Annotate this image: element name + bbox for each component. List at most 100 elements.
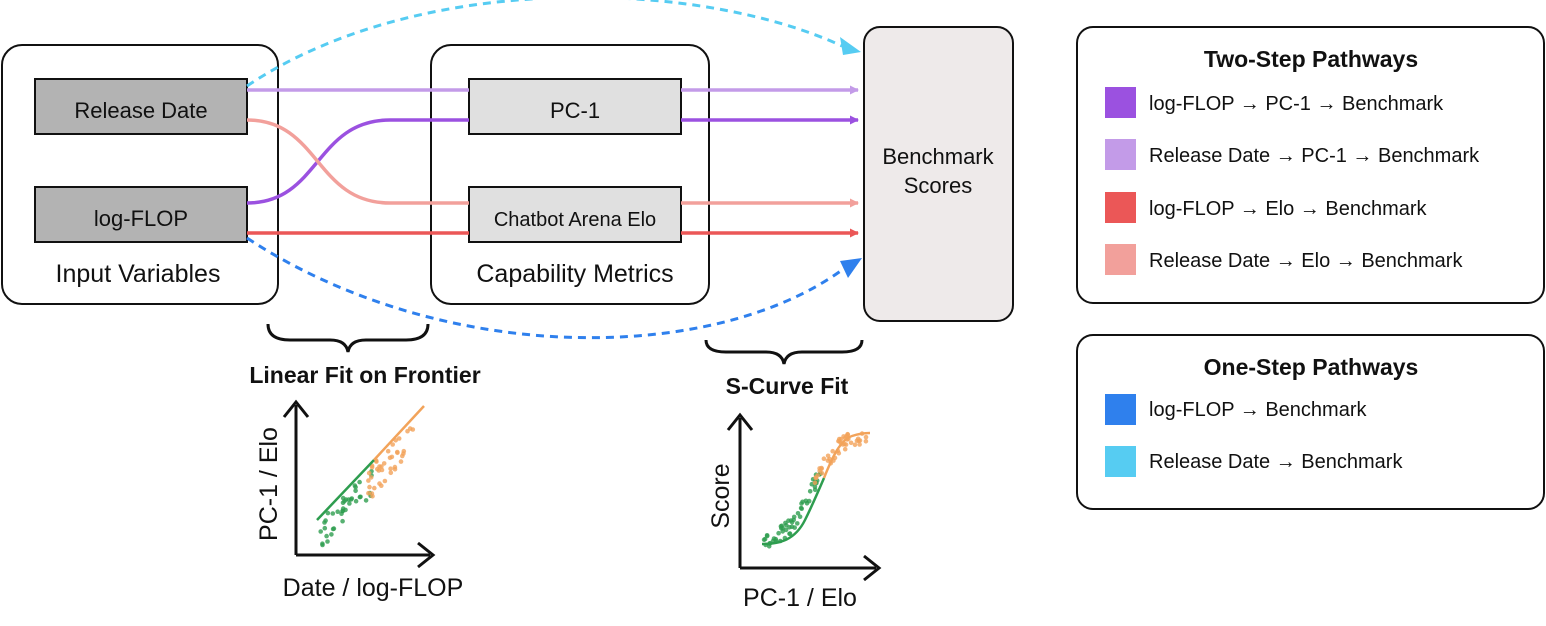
scatter-dot — [340, 506, 346, 511]
scatter-dot — [357, 494, 363, 500]
scatter-dot — [863, 439, 869, 444]
scatter-dot — [347, 501, 352, 506]
scatter-dot — [783, 520, 788, 526]
log-flop-label: log-FLOP — [94, 206, 188, 231]
scatter-dot — [381, 461, 387, 466]
scatter-dot — [825, 453, 831, 459]
linear-fit-axes — [282, 399, 436, 569]
one-step-swatch-1 — [1105, 394, 1136, 425]
s-curve-axes — [726, 412, 882, 582]
scatter-dot — [813, 475, 818, 480]
elo-label: Chatbot Arena Elo — [494, 209, 656, 231]
scatter-dot — [322, 525, 328, 531]
benchmark-scores-line1: Benchmark — [882, 144, 994, 169]
scatter-dot — [830, 448, 835, 454]
two-step-item-2: Release Date → PC-1 → Benchmark — [1149, 145, 1480, 167]
log-flop-box — [34, 186, 248, 243]
scatter-dot — [764, 533, 770, 539]
scatter-dot — [387, 455, 393, 461]
scatter-dot — [392, 467, 398, 472]
scatter-dot — [379, 467, 385, 473]
scatter-dot — [330, 511, 336, 516]
release-benchmark-dashed-arrow — [246, 0, 843, 88]
flop-benchmark-arrowhead — [840, 258, 862, 278]
scatter-dot — [340, 495, 346, 501]
scatter-dot — [318, 529, 324, 534]
scatter-dot — [329, 532, 334, 537]
scatter-dot — [390, 442, 396, 447]
one-step-swatch-2 — [1105, 446, 1136, 477]
scatter-dot — [357, 479, 362, 485]
scatter-dot — [385, 448, 391, 454]
scatter-dot — [773, 536, 779, 542]
linear-fit-brace — [266, 323, 430, 353]
elo-box — [468, 186, 682, 243]
scatter-dot — [837, 436, 842, 442]
scatter-dot — [779, 526, 784, 531]
two-step-swatch-3 — [1105, 192, 1136, 223]
scatter-dot — [369, 464, 375, 470]
two-step-legend-title: Two-Step Pathways — [1204, 46, 1418, 72]
scatter-dot — [787, 531, 793, 536]
scatter-dot — [401, 448, 407, 454]
s-curve-line-orange — [822, 431, 871, 479]
scatter-dot — [353, 484, 358, 490]
scatter-dot — [792, 525, 797, 530]
release-date-box — [34, 78, 248, 135]
two-step-swatch-1 — [1105, 87, 1136, 118]
scatter-dot — [821, 456, 827, 462]
scatter-dot — [379, 464, 384, 469]
one-step-arrows — [246, 0, 862, 340]
release-benchmark-arrowhead — [840, 37, 861, 55]
pc1-box — [468, 78, 682, 135]
scatter-dot — [398, 459, 404, 464]
s-curve-line-green — [761, 477, 826, 546]
scatter-dot — [366, 490, 371, 496]
release-date-label: Release Date — [74, 98, 207, 123]
scatter-dot — [323, 518, 328, 523]
scatter-dot — [797, 514, 803, 519]
scatter-dot — [807, 489, 813, 494]
scatter-dot — [388, 466, 393, 472]
scatter-dot — [795, 511, 801, 516]
linear-fit-title: Linear Fit on Frontier — [249, 362, 480, 388]
input-variables-title: Input Variables — [56, 260, 221, 288]
scatter-dot — [367, 484, 372, 490]
one-step-item-1: log-FLOP → Benchmark — [1149, 399, 1367, 421]
scatter-dot — [848, 440, 854, 446]
scatter-dot — [388, 470, 394, 476]
scatter-dot — [857, 442, 862, 447]
scatter-dot — [366, 478, 371, 483]
scatter-dot — [324, 533, 329, 539]
scatter-dot — [368, 475, 374, 480]
scatter-dot — [377, 481, 382, 486]
scatter-dot — [843, 442, 849, 447]
scatter-dot — [335, 509, 341, 514]
scatter-dot — [803, 498, 809, 504]
two-step-item-3: log-FLOP → Elo → Benchmark — [1149, 198, 1428, 220]
scatter-dot — [320, 542, 325, 548]
scatter-dot — [325, 510, 331, 516]
scatter-dot — [405, 428, 410, 434]
scatter-dot — [330, 526, 336, 532]
capability-metrics-title: Capability Metrics — [476, 260, 673, 288]
scatter-dot — [825, 458, 831, 463]
scatter-dot — [366, 470, 372, 476]
s-curve-points — [761, 431, 869, 549]
two-step-legend — [1076, 26, 1545, 304]
scatter-dot — [857, 438, 863, 443]
scatter-dot — [863, 434, 869, 440]
pc1-label: PC-1 — [550, 98, 600, 123]
scatter-dot — [369, 491, 375, 496]
scatter-dot — [395, 450, 400, 456]
one-step-item-2: Release Date → Benchmark — [1149, 451, 1403, 473]
linear-fit-frontier-green — [316, 459, 375, 521]
scatter-dot — [363, 498, 369, 503]
scatter-dot — [382, 478, 388, 484]
release-elo-arrow — [246, 118, 858, 203]
s-curve-brace — [704, 339, 864, 365]
scatter-dot — [819, 465, 824, 471]
linear-fit-xlabel: Date / log-FLOP — [283, 574, 464, 602]
two-step-item-4: Release Date → Elo → Benchmark — [1149, 250, 1463, 272]
benchmark-scores-box — [863, 26, 1014, 322]
